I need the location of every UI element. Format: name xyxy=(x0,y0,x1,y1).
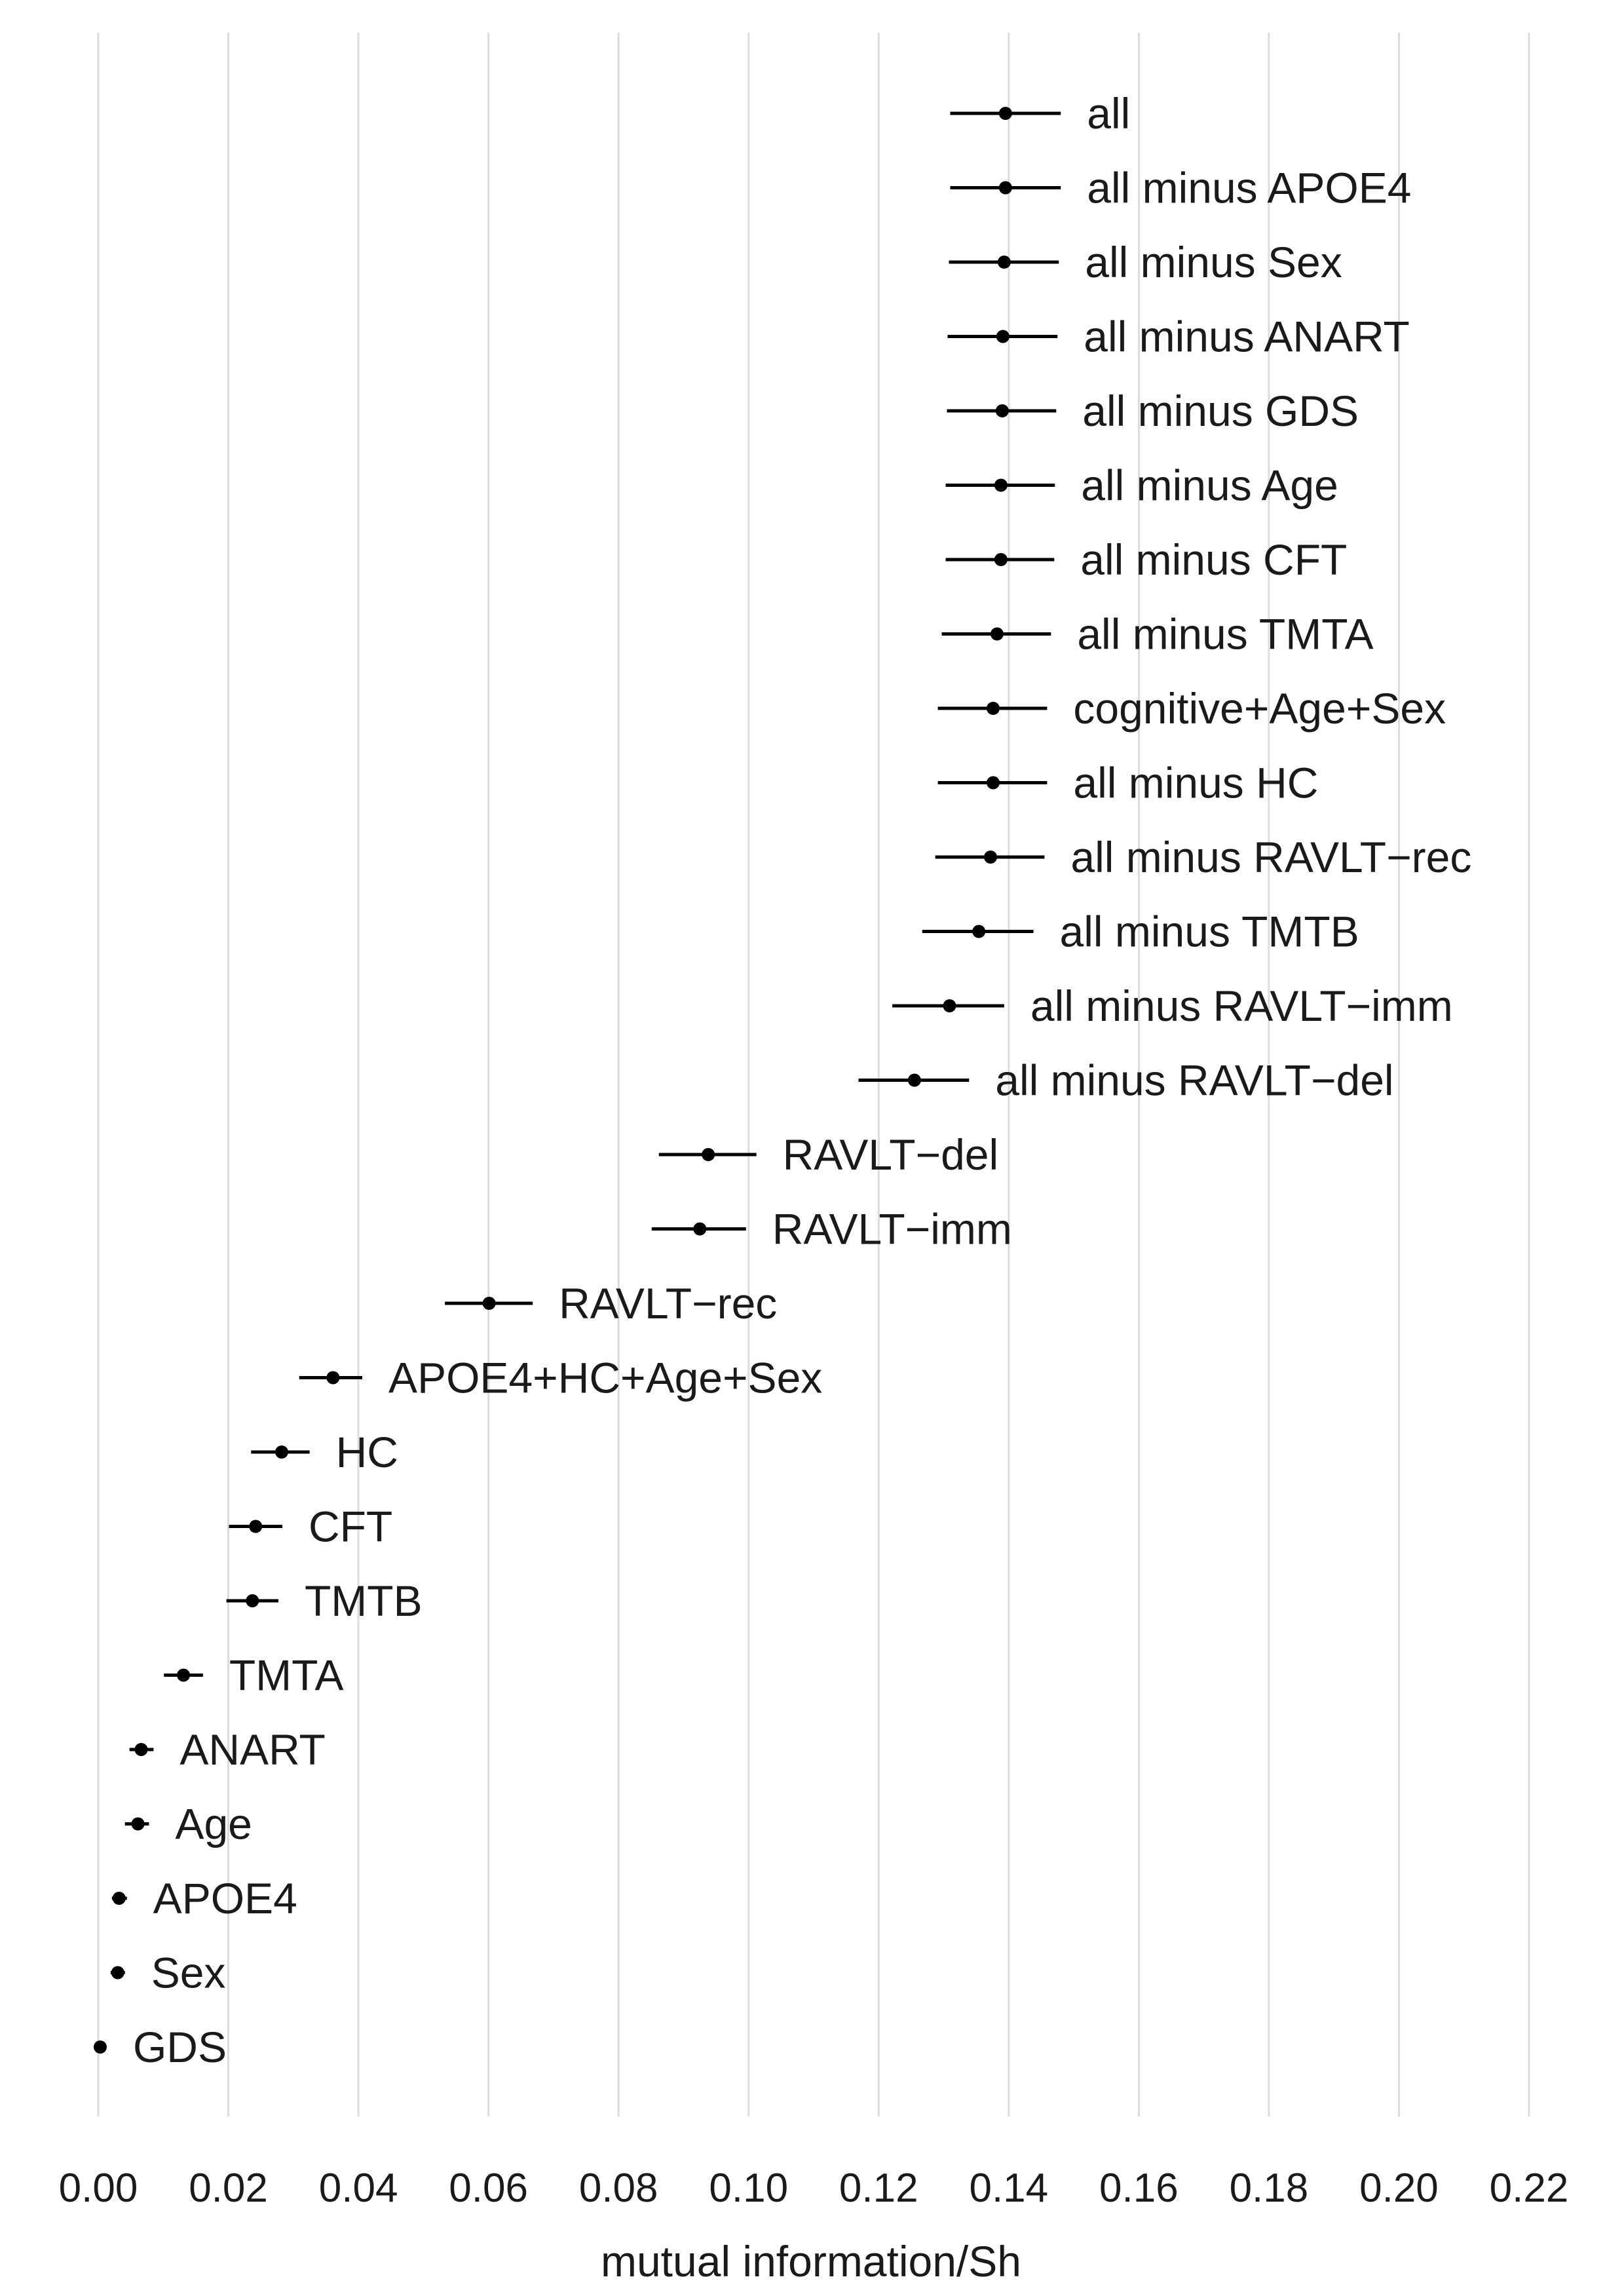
data-point xyxy=(693,1222,707,1236)
x-tick-label: 0.20 xyxy=(1359,2166,1439,2211)
data-point xyxy=(131,1817,145,1831)
gridlines xyxy=(97,33,1530,2116)
point-label: Sex xyxy=(151,1949,226,1997)
data-point xyxy=(990,627,1004,641)
point-label: all minus GDS xyxy=(1082,387,1359,435)
data-point xyxy=(943,999,956,1012)
data-point xyxy=(997,256,1011,269)
point-label: all minus APOE4 xyxy=(1087,164,1411,212)
data-point xyxy=(986,702,1000,715)
data-point xyxy=(995,404,1009,417)
point-label: APOE4+HC+Age+Sex xyxy=(388,1354,822,1402)
data-point xyxy=(702,1148,715,1161)
x-tick-label: 0.04 xyxy=(319,2166,398,2211)
data-point xyxy=(998,181,1012,195)
data-point xyxy=(907,1073,921,1087)
x-tick-label: 0.10 xyxy=(709,2166,788,2211)
x-tick-label: 0.06 xyxy=(449,2166,528,2211)
point-labels: all all minus APOE4 all minus Sex all minus… xyxy=(133,89,1471,2071)
data-point xyxy=(998,107,1012,120)
x-tick-label: 0.08 xyxy=(579,2166,658,2211)
x-tick-label: 0.00 xyxy=(59,2166,138,2211)
point-label: all xyxy=(1087,89,1130,138)
data-point xyxy=(326,1371,340,1385)
data-point xyxy=(274,1445,288,1459)
point-label: RAVLT−imm xyxy=(772,1205,1012,1253)
point-label: all minus RAVLT−del xyxy=(995,1056,1393,1105)
data-point xyxy=(996,330,1010,343)
point-label: all minus CFT xyxy=(1080,535,1347,584)
data-point xyxy=(994,478,1008,492)
point-label: CFT xyxy=(309,1502,392,1551)
point-label: all minus Age xyxy=(1081,461,1338,510)
point-label: ANART xyxy=(179,1725,326,1774)
point-label: APOE4 xyxy=(153,1874,297,1923)
point-label: all minus HC xyxy=(1073,759,1318,807)
data-point xyxy=(972,925,986,938)
point-label: all minus Sex xyxy=(1085,238,1342,286)
x-axis-title: mutual information/Sh xyxy=(601,2237,1021,2286)
data-point xyxy=(994,553,1008,566)
data-point xyxy=(111,1966,124,1980)
x-tick-label: 0.16 xyxy=(1099,2166,1179,2211)
x-axis: 0.00 0.02 0.04 0.06 0.08 0.10 0.12 0.14 0.16 0.18… xyxy=(59,2166,1569,2211)
x-tick-label: 0.18 xyxy=(1230,2166,1309,2211)
point-label: all minus ANART xyxy=(1084,313,1410,361)
point-label: HC xyxy=(336,1428,398,1476)
data-point xyxy=(134,1743,148,1756)
point-label: RAVLT−del xyxy=(783,1130,999,1179)
data-point xyxy=(246,1594,259,1607)
point-label: all minus RAVLT−imm xyxy=(1030,982,1453,1030)
point-label: TMTB xyxy=(305,1577,423,1625)
data-point xyxy=(984,851,998,864)
point-label: GDS xyxy=(133,2023,227,2071)
point-label: all minus TMTB xyxy=(1060,908,1359,956)
point-label: RAVLT−rec xyxy=(559,1279,777,1328)
data-point xyxy=(986,776,1000,790)
x-tick-label: 0.22 xyxy=(1490,2166,1569,2211)
point-label: cognitive+Age+Sex xyxy=(1073,684,1446,733)
point-label: TMTA xyxy=(229,1651,344,1700)
data-point xyxy=(93,2040,107,2054)
data-point xyxy=(112,1892,126,1905)
x-tick-label: 0.12 xyxy=(839,2166,918,2211)
data-marks xyxy=(93,107,1061,2054)
data-point xyxy=(249,1520,263,1533)
point-label: Age xyxy=(175,1800,252,1848)
data-point xyxy=(177,1668,191,1682)
data-point xyxy=(482,1297,496,1310)
point-label: all minus TMTA xyxy=(1077,610,1373,659)
point-label: all minus RAVLT−rec xyxy=(1070,833,1471,881)
x-tick-label: 0.02 xyxy=(189,2166,268,2211)
x-tick-label: 0.14 xyxy=(969,2166,1048,2211)
